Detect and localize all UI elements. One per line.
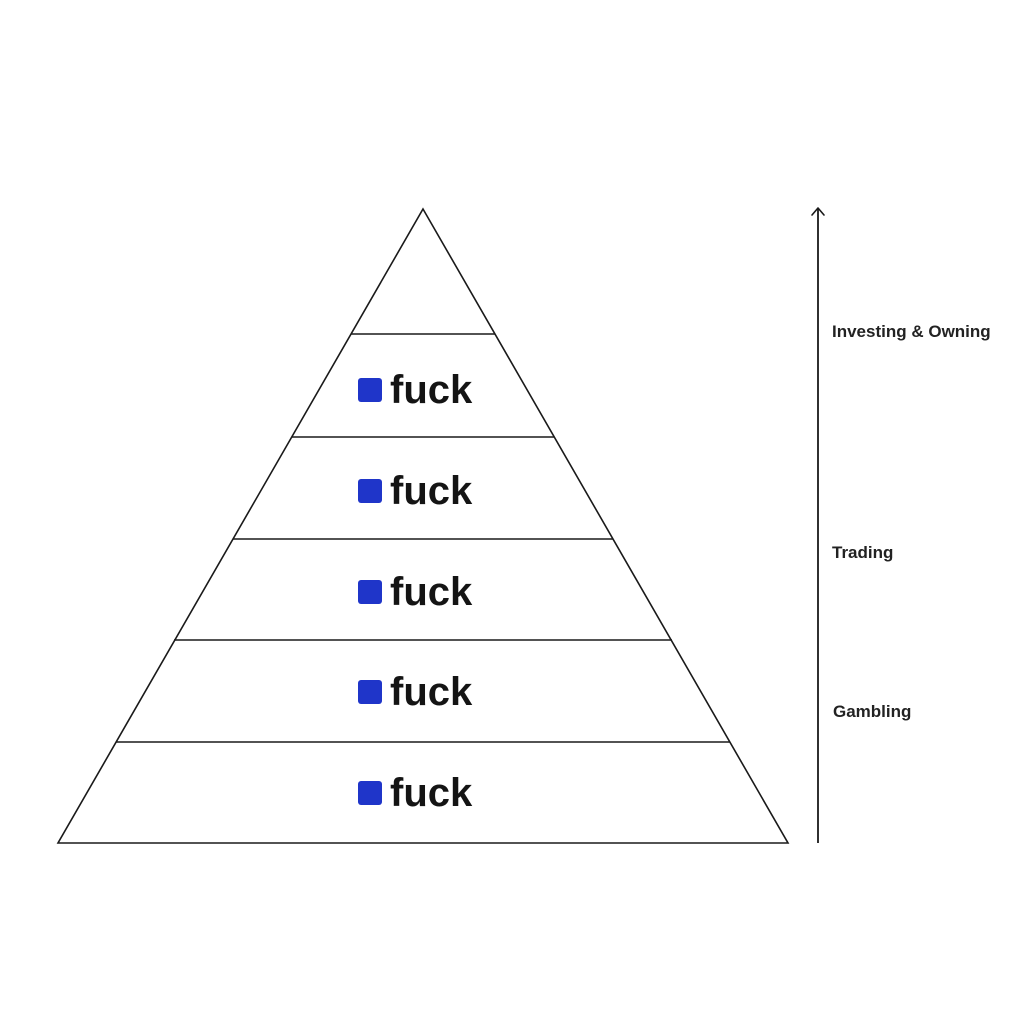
tier-label: fuck — [390, 469, 473, 513]
tier-marker-square — [358, 580, 382, 604]
pyramid-tier: fuck — [358, 670, 473, 714]
tier-label: fuck — [390, 771, 473, 815]
tier-marker-square — [358, 479, 382, 503]
scale-label-gambling: Gambling — [833, 702, 911, 721]
arrow-up-icon — [811, 207, 825, 216]
pyramid-tier: fuck — [358, 771, 473, 815]
pyramid-outline — [56, 207, 790, 844]
scale-label-trading: Trading — [832, 543, 893, 562]
scale-label-investing: Investing & Owning — [832, 322, 991, 341]
tier-marker-square — [358, 680, 382, 704]
pyramid-tier: fuck — [358, 570, 473, 614]
tier-label: fuck — [390, 368, 473, 412]
pyramid-tier: fuck — [358, 368, 473, 412]
tier-marker-square — [358, 378, 382, 402]
tier-label: fuck — [390, 670, 473, 714]
pyramid-tier: fuck — [358, 469, 473, 513]
tier-marker-square — [358, 781, 382, 805]
tier-label: fuck — [390, 570, 473, 614]
